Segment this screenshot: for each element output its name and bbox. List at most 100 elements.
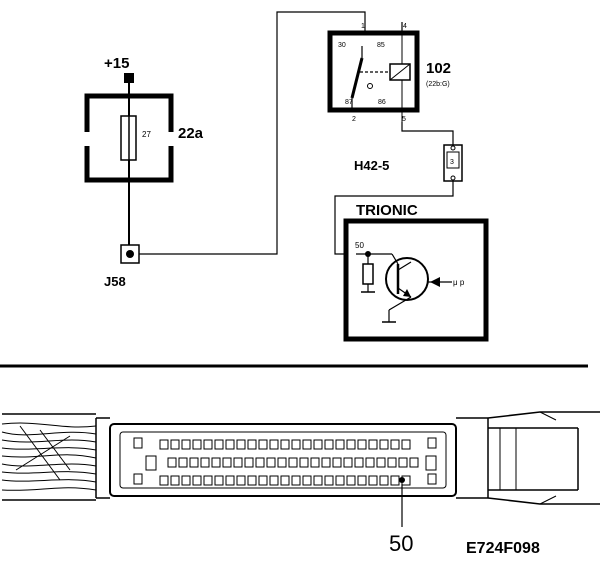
wire-connector-to-ecu (334, 181, 454, 255)
ecu-drive-arrow (430, 277, 440, 287)
wire-junction-to-relay (139, 11, 366, 255)
pin-cavity (379, 439, 389, 450)
pin-cavity (258, 475, 268, 486)
pin-cavity (335, 439, 345, 450)
pin-cavity (178, 457, 188, 468)
ecu-connector-illustration (1, 411, 600, 527)
pin-cavity (291, 439, 301, 450)
pin-cavity (255, 457, 265, 468)
junction-label: J58 (104, 274, 126, 289)
pin-cavity (211, 457, 221, 468)
relay-number: 102 (426, 60, 451, 77)
pin-cavity (346, 439, 356, 450)
supply-terminal (124, 73, 134, 83)
pin-cavity (170, 439, 180, 450)
pin-cavity (365, 457, 375, 468)
pin-cavity (225, 439, 235, 450)
pin-cavity (324, 475, 334, 486)
ecu-pin: 50 (355, 241, 364, 250)
pin-cavity (346, 475, 356, 486)
fuse-box-label: 22a (178, 125, 204, 142)
pin-cavity (357, 439, 367, 450)
pin-cavity (159, 439, 169, 450)
pin-cavity (302, 439, 312, 450)
pin-cavity (159, 475, 169, 486)
junction-dot (126, 250, 134, 258)
ecu-label: TRIONIC (356, 202, 418, 219)
relay-pin-30: 30 (338, 42, 346, 49)
pin-cavity (181, 439, 191, 450)
callout-label: 50 (389, 531, 413, 556)
figure-code: E724F098 (466, 540, 540, 557)
pin-cavity (280, 439, 290, 450)
relay-location: (22b:G) (426, 81, 450, 88)
pin-cavity (409, 457, 419, 468)
pin-cavity (225, 475, 235, 486)
pin-cavity (313, 439, 323, 450)
pin-cavity (332, 457, 342, 468)
pin-cavity (203, 439, 213, 450)
pin-cavity (302, 475, 312, 486)
supply-label: +15 (104, 55, 129, 72)
pin-50-marker (399, 477, 405, 483)
pin-cavity (299, 457, 309, 468)
pin-cavity (236, 439, 246, 450)
pin-cavity (401, 439, 411, 450)
relay-pin-2: 2 (352, 116, 356, 123)
pin-cavity (390, 439, 400, 450)
relay-pin-1: 1 (361, 23, 365, 30)
pin-cavity (376, 457, 386, 468)
pin-cavity (167, 457, 177, 468)
ecu-resistor (362, 263, 374, 285)
pin-cavity (398, 457, 408, 468)
pin-cavity (368, 439, 378, 450)
ecu-mcu-label: μ p (453, 278, 465, 287)
pin-cavity (222, 457, 232, 468)
pin-cavity (203, 475, 213, 486)
relay: 30 85 87 86 1 4 2 5 (327, 22, 420, 123)
pin-cavity (310, 457, 320, 468)
connector: 3 (443, 144, 463, 182)
wire-bundle (1, 422, 97, 491)
pin-cavity (357, 475, 367, 486)
pin-cavity (170, 475, 180, 486)
pin-cavity (266, 457, 276, 468)
pin-cavity (280, 475, 290, 486)
fuse-number: 27 (142, 130, 151, 139)
pin-cavity (313, 475, 323, 486)
relay-pin-86: 86 (378, 99, 386, 106)
relay-pin-85: 85 (377, 42, 385, 49)
connector-pin: 3 (450, 159, 454, 166)
pin-cavity (192, 439, 202, 450)
pin-cavity (335, 475, 345, 486)
pin-cavity (368, 475, 378, 486)
pin-cavity (269, 475, 279, 486)
pin-cavity (321, 457, 331, 468)
pin-cavity (192, 475, 202, 486)
pin-cavity (390, 475, 400, 486)
pin-cavity (244, 457, 254, 468)
wire-relay-to-connector (401, 122, 454, 146)
pin-cavity (247, 439, 257, 450)
pin-cavity (247, 475, 257, 486)
connector-pin-rows (159, 439, 419, 486)
fuse-box: 27 (84, 93, 174, 183)
pin-cavity (288, 457, 298, 468)
pin-cavity (277, 457, 287, 468)
pin-cavity (189, 457, 199, 468)
relay-contact-arm (350, 57, 364, 99)
pin-cavity (387, 457, 397, 468)
pin-cavity (269, 439, 279, 450)
pin-cavity (236, 475, 246, 486)
pin-cavity (354, 457, 364, 468)
ecu: 50 μ p (343, 218, 489, 342)
pin-cavity (258, 439, 268, 450)
pin-cavity (343, 457, 353, 468)
connector-label: H42-5 (354, 158, 389, 173)
pin-cavity (324, 439, 334, 450)
relay-pin-87: 87 (345, 99, 353, 106)
pin-cavity (379, 475, 389, 486)
pin-cavity (291, 475, 301, 486)
relay-pin-5: 5 (402, 116, 406, 123)
